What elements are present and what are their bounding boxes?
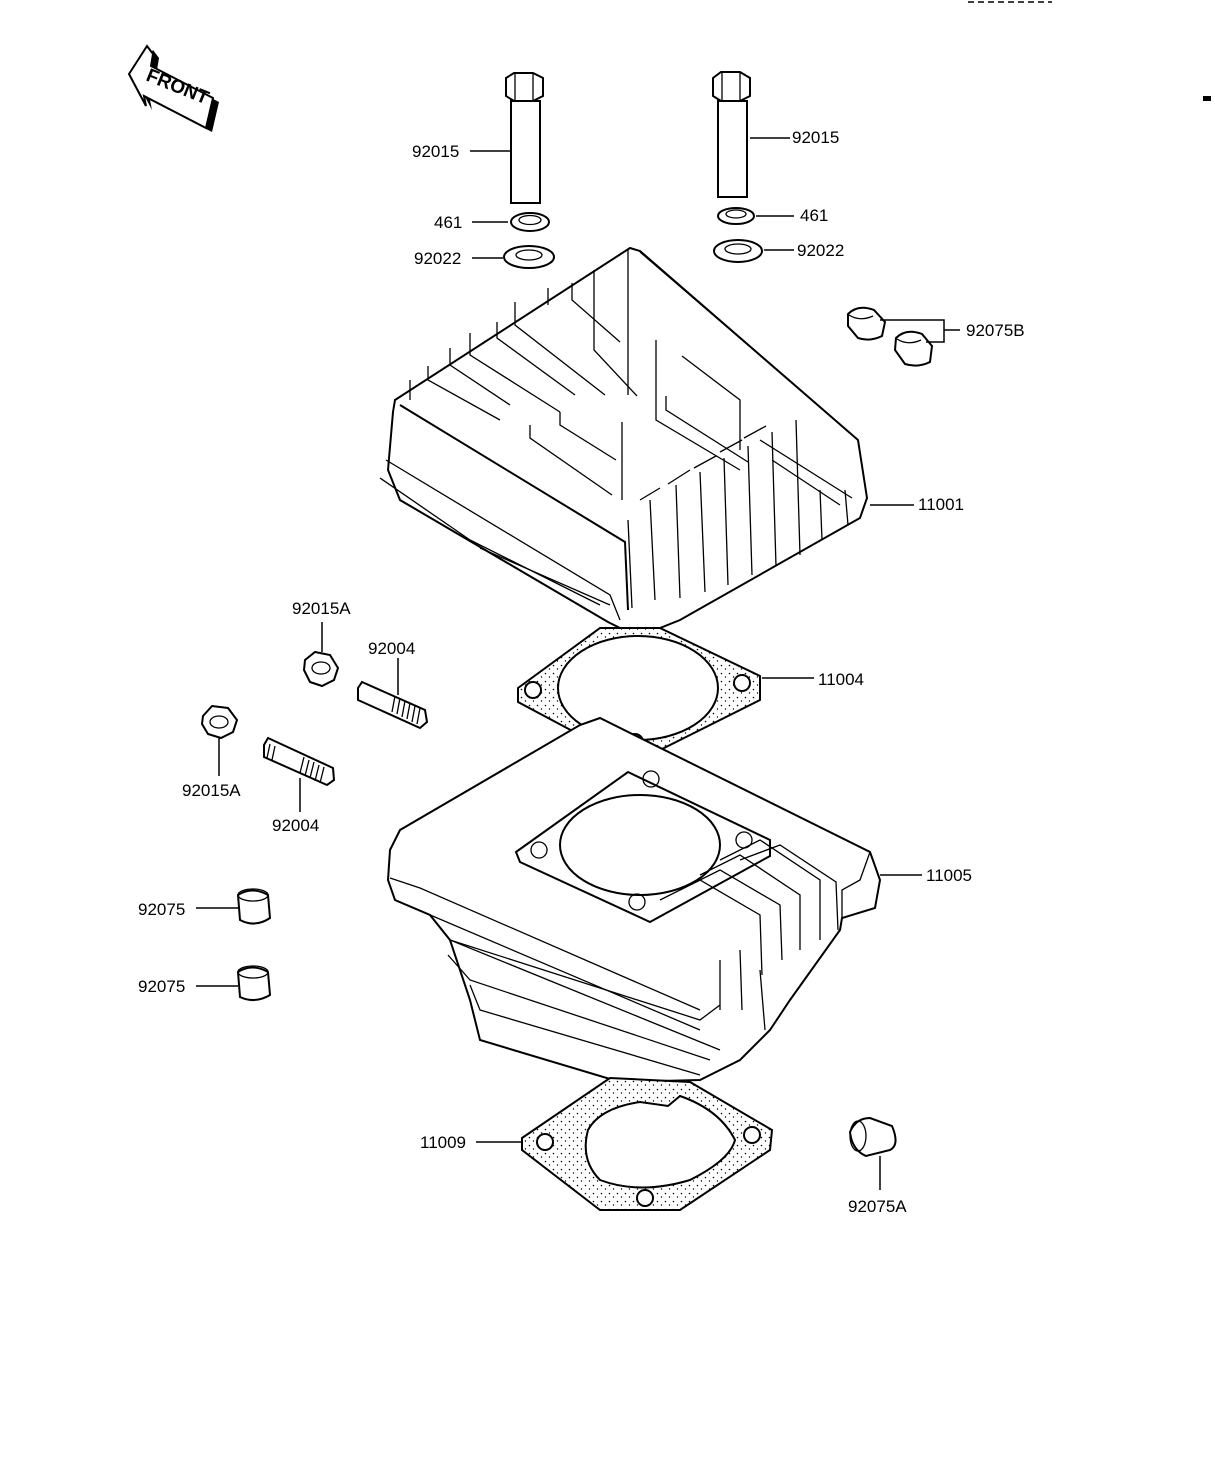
label-base-gasket: 11009 <box>420 1133 466 1152</box>
label-bolt-left: 92015 <box>412 142 459 161</box>
nut-92015a-lower <box>200 704 239 740</box>
label-nut-lower: 92015A <box>182 781 241 800</box>
label-stud-upper: 92004 <box>368 639 415 658</box>
dowel-pin-92075-lower <box>236 965 272 1001</box>
label-washer-left: 461 <box>434 213 462 232</box>
stud-92004-upper <box>357 680 429 730</box>
bolt-right <box>712 71 751 198</box>
label-plain-washer-left: 92022 <box>414 249 461 268</box>
label-nut-upper: 92015A <box>292 599 351 618</box>
lock-washer-right <box>717 207 755 225</box>
dowel-pin-92075b-a <box>847 306 887 341</box>
label-bolt-right: 92015 <box>792 128 839 147</box>
head-gasket <box>517 627 761 754</box>
label-dowel-lower: 92075 <box>138 977 185 996</box>
label-head-gasket: 11004 <box>818 670 864 689</box>
lock-washer-left <box>510 212 550 232</box>
leader-lines <box>196 137 960 1190</box>
label-cylinder: 11005 <box>926 866 972 885</box>
base-gasket <box>521 1076 774 1211</box>
front-arrow-icon: FRONT <box>127 44 219 132</box>
label-dowel-92075a: 92075A <box>848 1197 907 1216</box>
plain-washer-left <box>503 245 555 269</box>
label-dowel-92075b: 92075B <box>966 321 1025 340</box>
cylinder-head <box>379 246 869 629</box>
plain-washer-right <box>713 239 763 263</box>
dowel-pin-92075b-b <box>893 330 934 367</box>
label-washer-right: 461 <box>800 206 828 225</box>
label-plain-washer-right: 92022 <box>797 241 844 260</box>
corner-marks <box>968 1 1211 101</box>
label-dowel-upper: 92075 <box>138 900 185 919</box>
stud-92004-lower <box>263 736 336 787</box>
nut-92015a-upper <box>302 650 340 688</box>
dowel-pin-92075-upper <box>236 888 272 925</box>
bolt-left <box>505 72 544 204</box>
dowel-pin-92075a <box>848 1116 897 1158</box>
cylinder-block <box>386 716 882 1084</box>
label-stud-lower: 92004 <box>272 816 319 835</box>
label-cylinder-head: 11001 <box>918 495 964 514</box>
part-labels: 92015 92015 461 461 92022 92022 92075B 1… <box>138 128 1025 1216</box>
